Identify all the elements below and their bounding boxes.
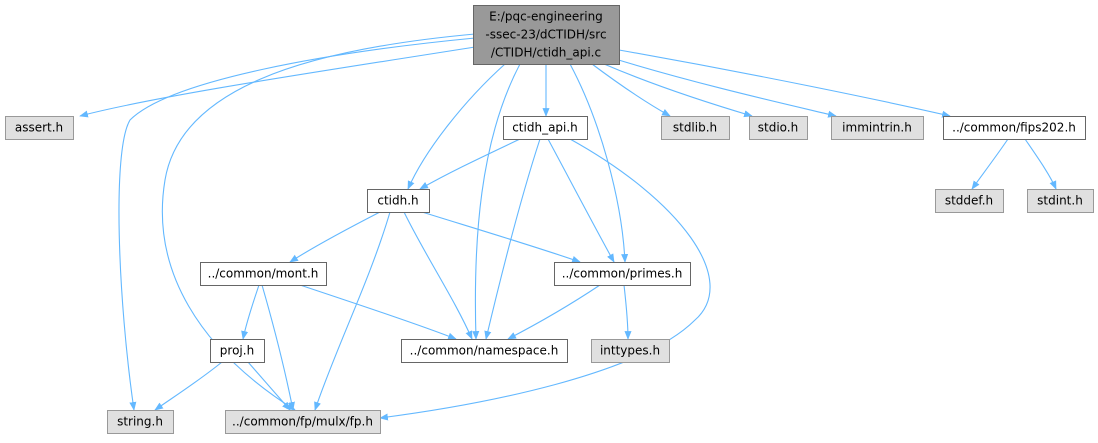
node-label: ctidh.h [377,194,418,208]
node-label: stdio.h [758,121,798,135]
node-inttypes[interactable]: inttypes.h [591,339,670,363]
nodes: E:/pqc-engineering -ssec-23/dCTIDH/src/CT… [5,5,1094,434]
node-string[interactable]: string.h [107,410,174,434]
edge-root-to-stdlib [591,63,671,117]
edge-mont-to-proj [241,284,260,340]
node-box [935,189,1004,213]
edge-root-to-immintrin [611,57,837,118]
edge-ctidh_api-to-ctidh [419,138,521,190]
edge-fips202-to-stddef [971,138,1009,190]
node-box [225,410,381,434]
edge-ctidh_api-to-namespace [484,138,541,340]
node-assert[interactable]: assert.h [5,116,74,140]
node-ctidh-api[interactable]: ctidh_api.h [503,116,588,140]
edge-mont-to-namespace [299,284,457,340]
node-label: ctidh_api.h [512,121,578,135]
node-box [503,116,588,140]
node-stddef[interactable]: stddef.h [935,189,1004,213]
node-stdio[interactable]: stdio.h [749,116,808,140]
edge-ctidh_api-to-fp [379,138,711,421]
node-label: ../common/namespace.h [410,344,559,358]
node-label: ../common/mont.h [208,267,319,281]
edge-ctidh-to-primes [421,211,581,263]
edge-root-to-assert [79,46,476,118]
node-label: inttypes.h [600,344,660,358]
node-mont[interactable]: ../common/mont.h [200,262,327,286]
node-box [200,262,327,286]
node-ctidh[interactable]: ctidh.h [367,189,430,213]
edge-proj-to-fp [247,361,291,411]
node-box [107,410,174,434]
edge-root-to-string [118,37,476,411]
edge-primes-to-inttypes [623,284,632,340]
node-box [554,262,691,286]
node-immintrin[interactable]: immintrin.h [831,116,924,140]
edge-root-to-namespace [472,63,521,340]
node-box [831,116,924,140]
edge-root-to-fips202 [618,49,951,118]
edge-ctidh-to-mont [289,211,381,263]
edge-root-to-ctidh [407,63,506,190]
node-label: ../common/fips202.h [952,121,1076,135]
node-root[interactable]: E:/pqc-engineering -ssec-23/dCTIDH/src/CT… [473,5,620,65]
node-box [749,116,808,140]
node-box [661,116,730,140]
node-box [5,116,74,140]
edge-ctidh_api-to-primes [547,138,615,263]
edge-root-to-stdio [603,63,753,118]
node-box [1027,189,1094,213]
node-label: stdlib.h [673,121,717,135]
node-box [210,339,265,363]
edge-proj-to-string [154,361,223,411]
node-fp[interactable]: ../common/fp/mulx/fp.h [225,410,381,434]
node-primes[interactable]: ../common/primes.h [554,262,691,286]
edge-fips202-to-stdint [1024,138,1057,190]
node-fips202[interactable]: ../common/fips202.h [943,116,1086,140]
edge-primes-to-namespace [507,284,601,340]
node-label: proj.h [220,344,254,358]
node-label: stddef.h [945,194,993,208]
edge-root-to-primes [569,63,629,263]
node-label: -ssec-23/dCTIDH/src [485,28,606,42]
node-stdint[interactable]: stdint.h [1027,189,1094,213]
edge-mont-to-fp [261,284,295,411]
node-proj[interactable]: proj.h [210,339,265,363]
node-box [367,189,430,213]
node-namespace[interactable]: ../common/namespace.h [401,339,568,363]
node-label: ../common/primes.h [562,267,683,281]
node-box [473,5,620,65]
edges [79,33,1057,421]
node-label: string.h [117,415,163,429]
node-label: stdint.h [1037,194,1083,208]
node-stdlib[interactable]: stdlib.h [661,116,730,140]
edge-ctidh-to-namespace [403,211,473,340]
node-label: immintrin.h [842,121,912,135]
node-box [401,339,568,363]
node-label: assert.h [15,121,63,135]
node-label: ../common/fp/mulx/fp.h [232,415,373,429]
node-label: E:/pqc-engineering [489,10,603,24]
node-box [591,339,670,363]
edge-ctidh-to-fp [314,211,391,411]
node-label: /CTIDH/ctidh_api.c [491,46,601,60]
node-box [943,116,1086,140]
